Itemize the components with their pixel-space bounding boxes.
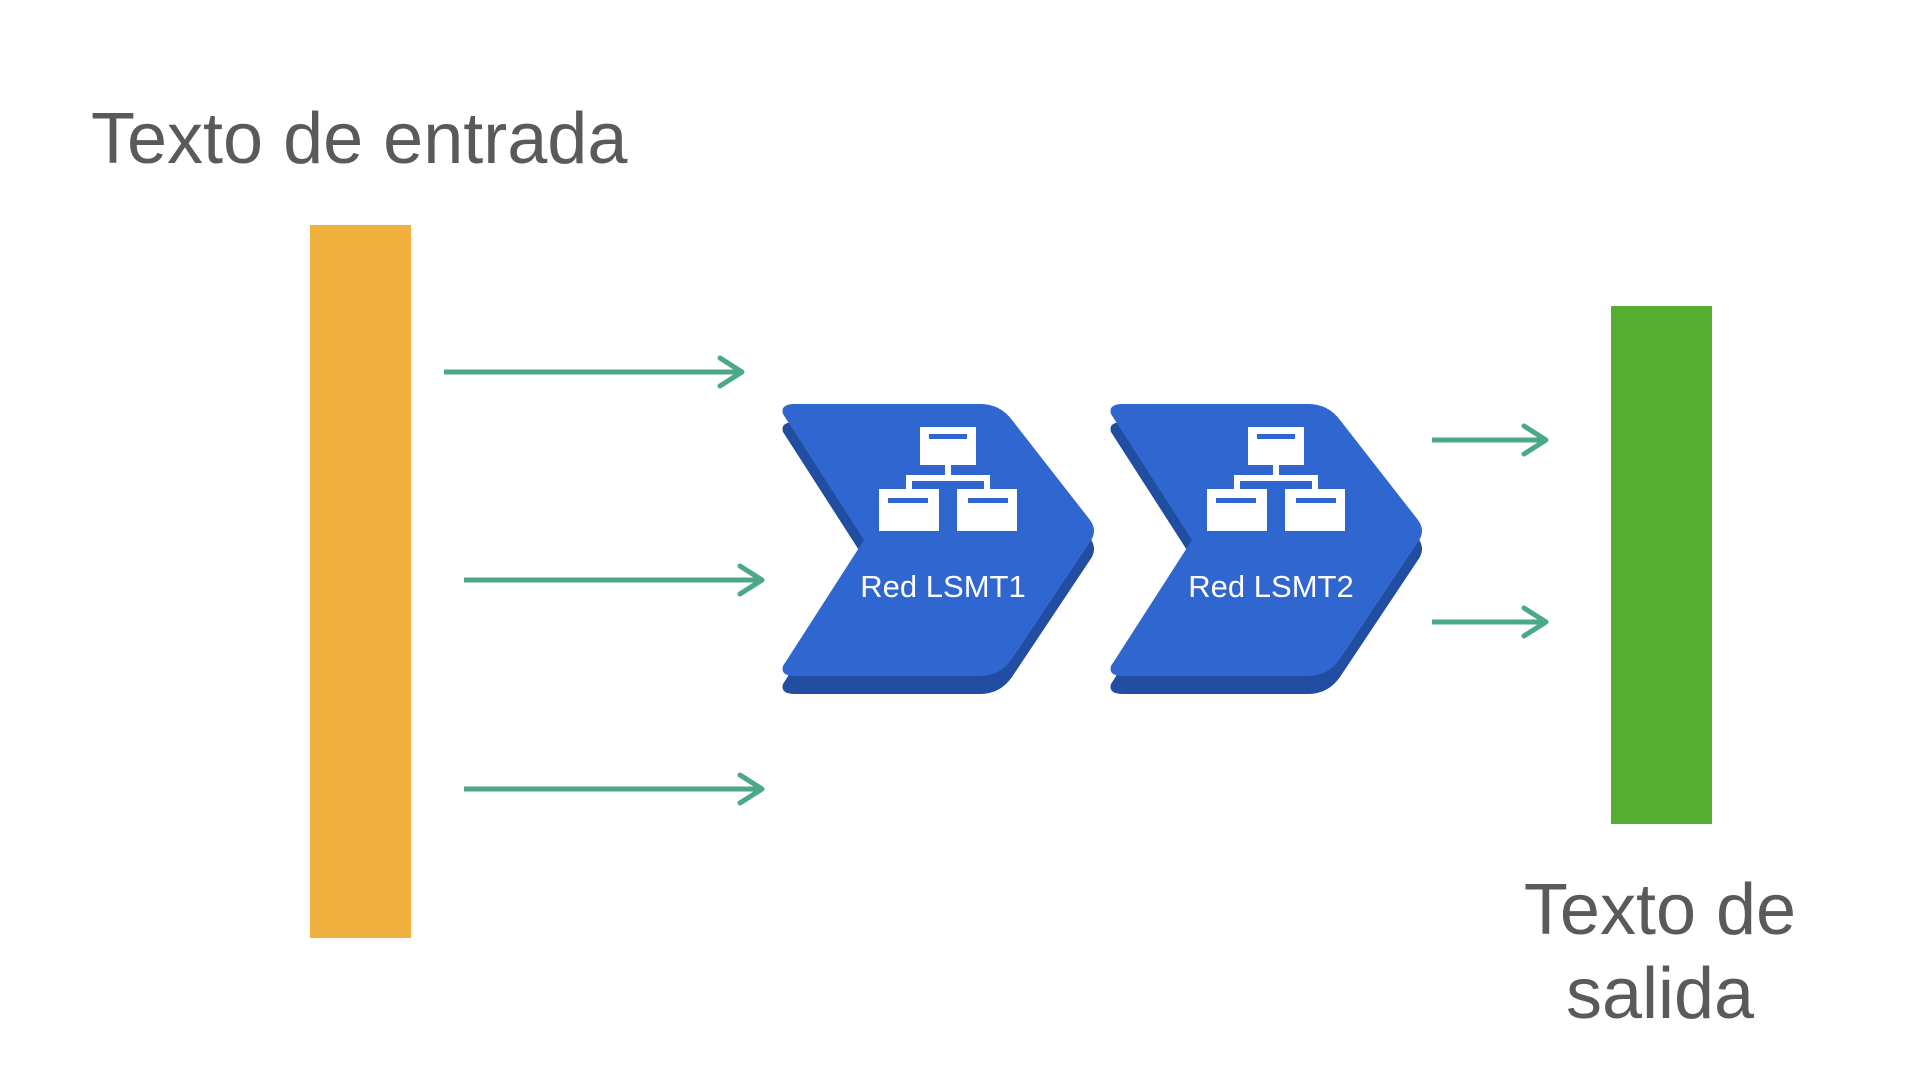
- network-label-1: Red LSMT1: [860, 569, 1026, 604]
- network-hierarchy-icon: [1207, 427, 1345, 531]
- network-chevron-1: [782, 404, 1094, 694]
- network-label-2: Red LSMT2: [1188, 569, 1354, 604]
- network-chevron-2: [1110, 404, 1422, 694]
- input-arrow-1: [444, 355, 745, 389]
- input-text-bar: [310, 225, 411, 938]
- input-text-title: Texto de entrada: [91, 99, 628, 179]
- input-arrow-2: [464, 563, 765, 597]
- network-hierarchy-icon: [879, 427, 1017, 531]
- input-arrow-3: [464, 772, 765, 806]
- output-text-bar: [1611, 306, 1712, 824]
- output-arrow-2: [1432, 605, 1549, 639]
- output-arrow-1: [1432, 423, 1549, 457]
- output-text-title: Texto de salida: [1523, 870, 1797, 1034]
